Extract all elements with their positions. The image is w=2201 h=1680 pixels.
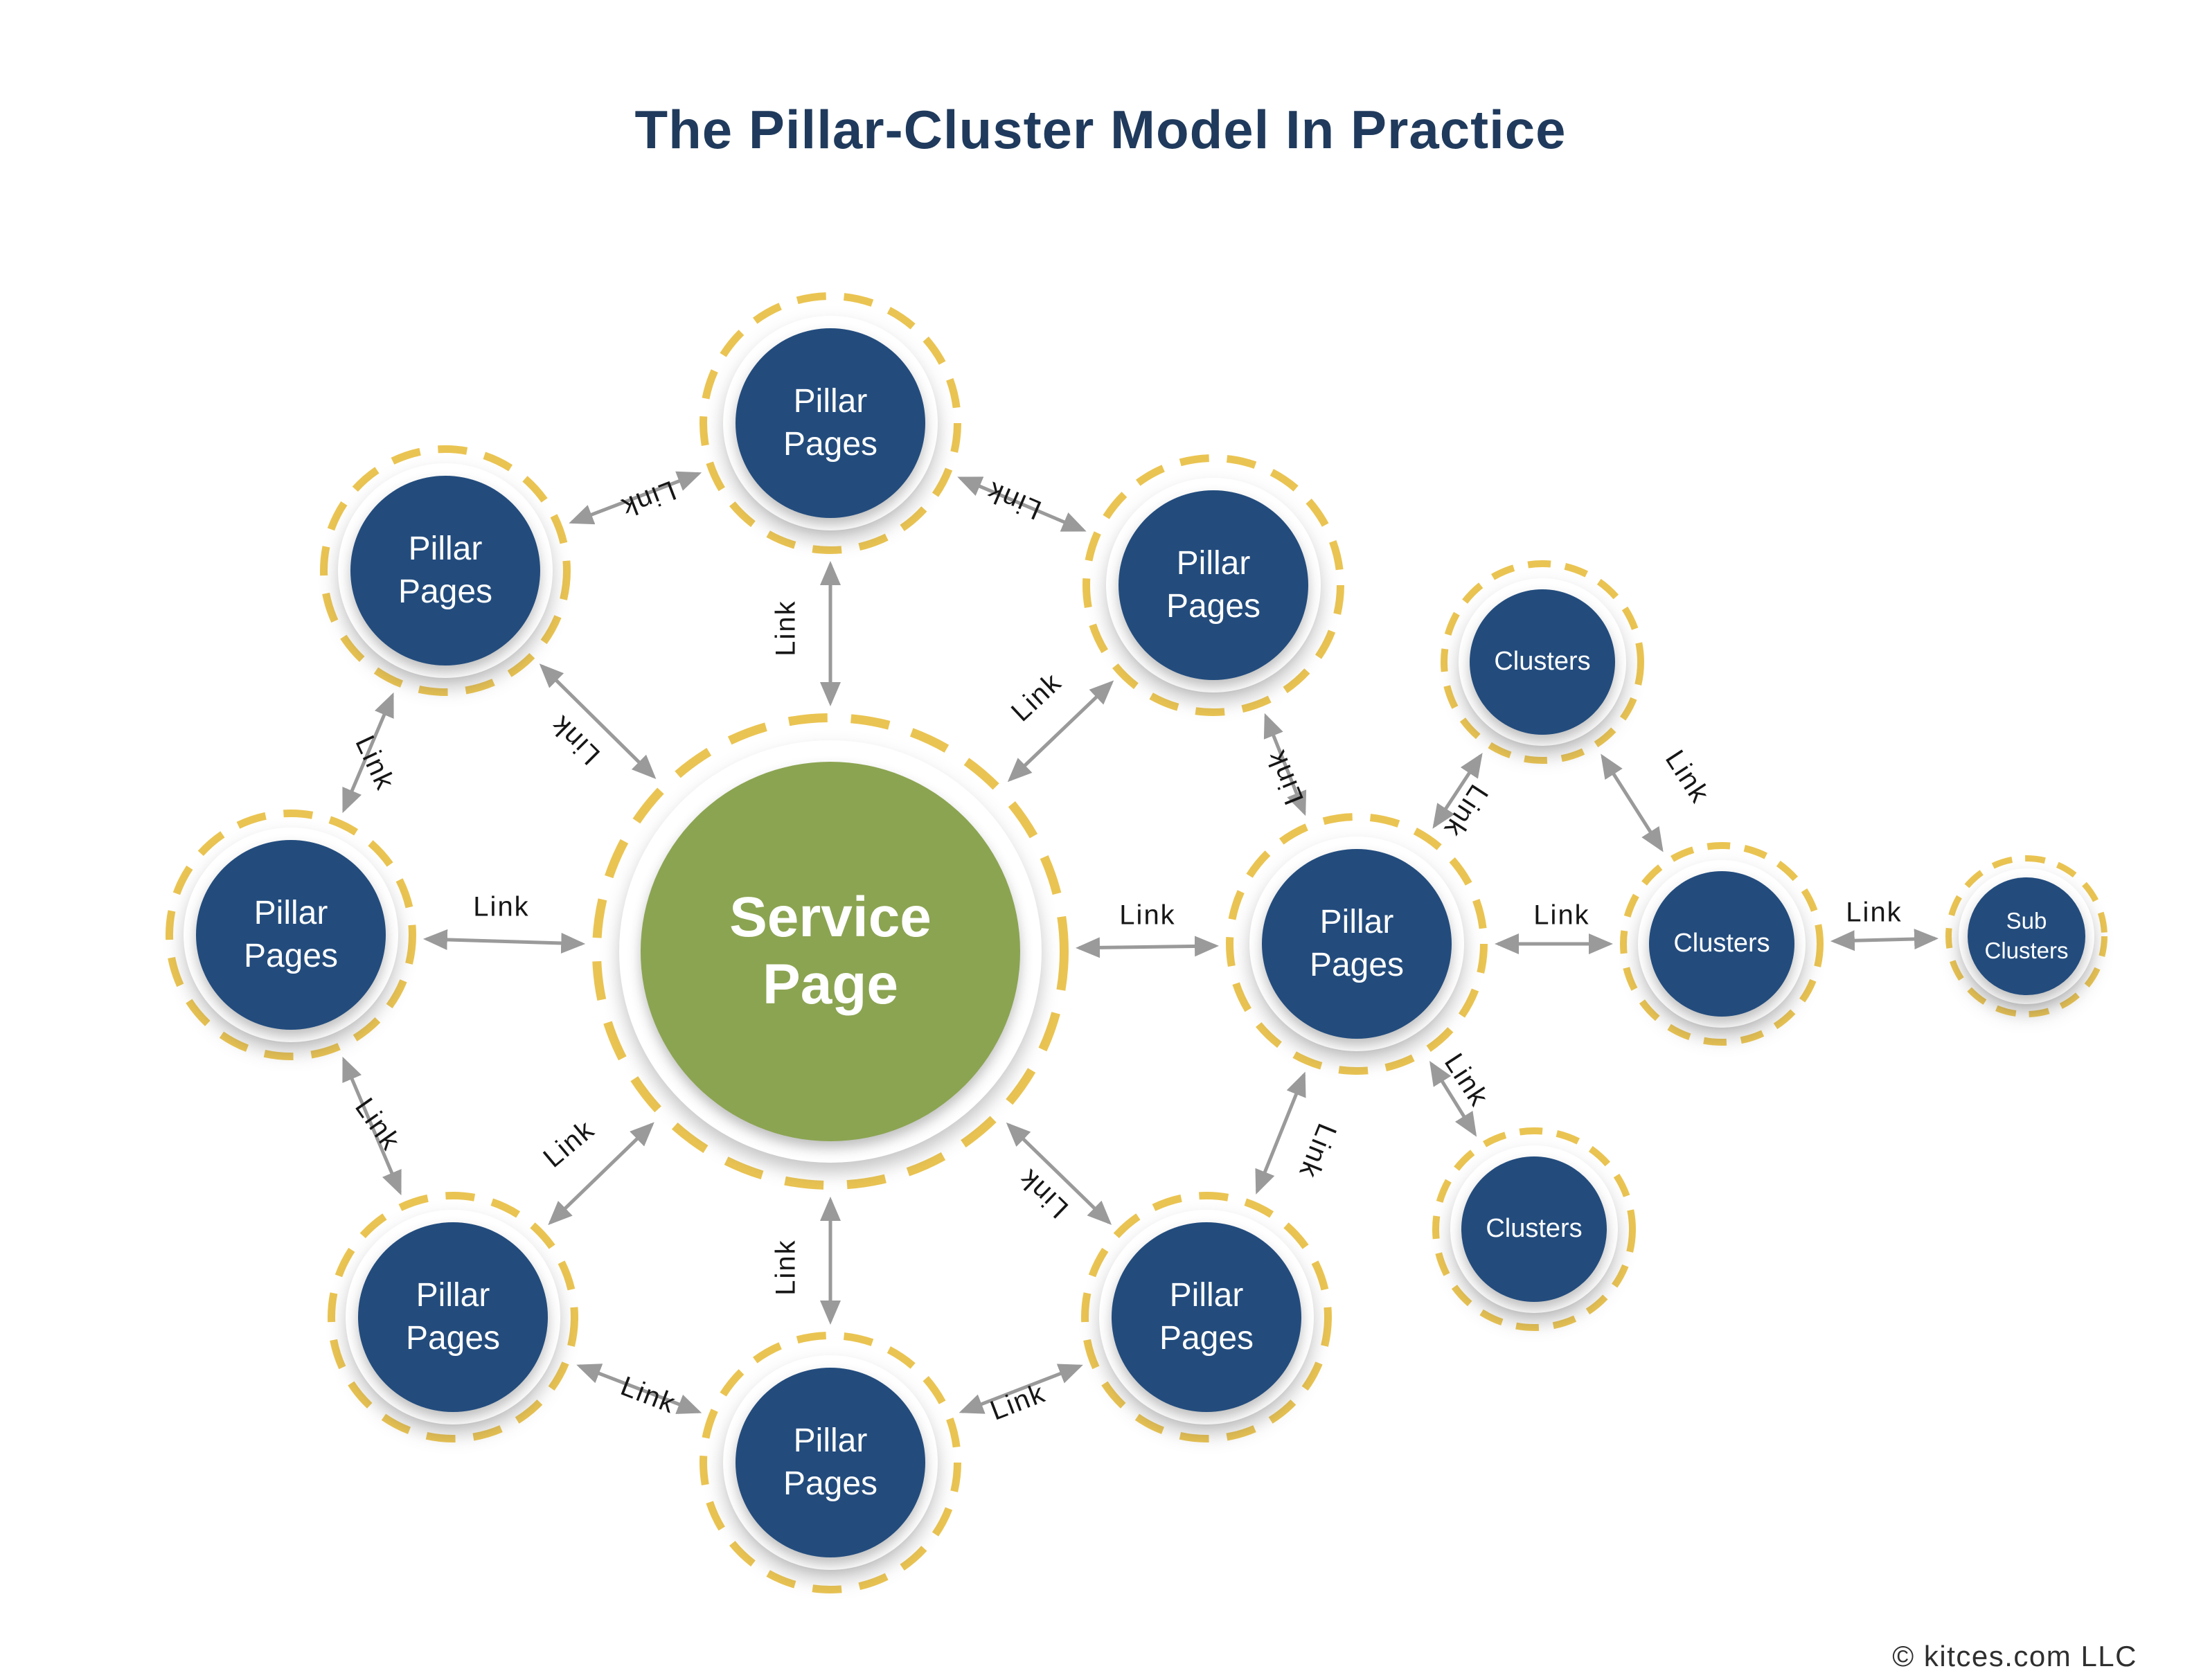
node-label: Pillar Pages: [243, 894, 339, 974]
node-label: Pillar Pages: [783, 1422, 878, 1502]
link-arrow-service--pillar-right: [1076, 936, 1219, 958]
node-white-ring: Sub Clusters: [1959, 868, 2094, 1004]
dashed-ring: [1945, 855, 2108, 1017]
node-circle: Clusters: [1470, 589, 1615, 735]
node-label: Pillar Pages: [1309, 903, 1405, 983]
node-pillar-top-right: Pillar Pages: [1082, 454, 1345, 717]
dashed-ring: [699, 1332, 961, 1593]
diagram-title: The Pillar-Cluster Model In Practice: [634, 99, 1567, 160]
node-circle: Pillar Pages: [1112, 1222, 1301, 1412]
dashed-ring: [166, 810, 416, 1060]
dashed-ring: [320, 445, 571, 696]
link-label: Link: [770, 1239, 801, 1296]
node-clusters-middle: Clusters: [1619, 841, 1824, 1046]
link-label: Link: [1846, 897, 1903, 928]
link-arrow-pillar-top-left--service: [539, 663, 657, 780]
node-circle: Pillar Pages: [196, 840, 386, 1030]
node-white-ring: Clusters: [1450, 1145, 1618, 1313]
link-arrow-pillar-bottom-left--service: [548, 1122, 654, 1226]
link-arrow-pillar-top--pillar-top-left: [569, 471, 702, 525]
node-pillar-bottom-left: Pillar Pages: [327, 1191, 579, 1443]
link-label: Link: [1533, 900, 1590, 931]
node-sub-clusters: Sub Clusters: [1945, 855, 2108, 1018]
link-label: Link: [473, 891, 530, 922]
node-white-ring: Pillar Pages: [723, 316, 938, 530]
link-arrow-pillar-left--pillar-bottom-left: [342, 1056, 402, 1196]
node-white-ring: Pillar Pages: [723, 1355, 938, 1570]
link-arrow-pillar-top-right--pillar-right: [1263, 713, 1307, 816]
link-arrow-pillar-bottom-left--pillar-bottom: [576, 1364, 702, 1414]
node-pillar-bottom: Pillar Pages: [699, 1331, 962, 1594]
link-arrow-pillar-bottom--pillar-bottom-right: [959, 1364, 1083, 1414]
link-arrow-pillar-right--clusters-bottom: [1429, 1061, 1477, 1137]
node-label: Clusters: [1673, 929, 1770, 958]
node-circle: Pillar Pages: [1119, 490, 1308, 680]
node-white-ring: Pillar Pages: [1099, 1210, 1314, 1424]
node-label: Clusters: [1486, 1214, 1583, 1244]
node-label: Clusters: [1494, 647, 1591, 677]
node-clusters-top: Clusters: [1440, 560, 1645, 765]
dashed-ring: [1082, 454, 1344, 716]
dashed-ring: [328, 1192, 578, 1442]
link-arrow-pillar-top--pillar-top-right: [957, 476, 1087, 532]
node-white-ring: Clusters: [1459, 578, 1626, 746]
node-pillar-left: Pillar Pages: [165, 809, 417, 1061]
node-label: Sub Clusters: [1984, 908, 2069, 963]
link-label: Link: [770, 600, 801, 656]
dashed-ring: [1081, 1192, 1332, 1442]
node-white-ring: Pillar Pages: [1249, 837, 1464, 1051]
node-pillar-bottom-right: Pillar Pages: [1080, 1191, 1333, 1443]
node-white-ring: Clusters: [1638, 860, 1806, 1028]
node-circle: Service Page: [641, 762, 1020, 1141]
link-arrow-pillar-right--clusters-top: [1432, 753, 1483, 829]
copyright-text: © kitces.com LLC: [1892, 1640, 2137, 1672]
node-circle: Pillar Pages: [736, 1368, 925, 1557]
node-label: Pillar Pages: [405, 1276, 501, 1357]
link-label: Link: [1119, 900, 1176, 931]
node-clusters-bottom: Clusters: [1432, 1127, 1637, 1332]
node-white-ring: Pillar Pages: [346, 1210, 560, 1424]
node-white-ring: Pillar Pages: [1106, 478, 1321, 692]
node-circle: Pillar Pages: [1262, 849, 1452, 1039]
node-label: Pillar Pages: [1166, 544, 1261, 625]
node-label: Pillar Pages: [783, 382, 878, 463]
dashed-ring: [592, 713, 1069, 1190]
node-white-ring: Service Page: [619, 740, 1042, 1163]
node-label: Pillar Pages: [398, 530, 493, 610]
node-circle: Clusters: [1461, 1156, 1607, 1302]
node-circle: Pillar Pages: [358, 1222, 548, 1412]
link-arrow-pillar-bottom-right--pillar-right: [1255, 1071, 1306, 1195]
node-pillar-right: Pillar Pages: [1225, 812, 1488, 1075]
node-service: Service Page: [591, 713, 1069, 1190]
link-arrow-pillar-top-left--pillar-left: [342, 692, 394, 814]
node-pillar-top: Pillar Pages: [699, 292, 962, 555]
node-circle: Clusters: [1649, 871, 1794, 1017]
node-circle: Pillar Pages: [736, 328, 925, 518]
node-white-ring: Pillar Pages: [184, 828, 398, 1042]
node-pillar-top-left: Pillar Pages: [319, 445, 571, 697]
node-white-ring: Pillar Pages: [338, 463, 553, 678]
dashed-ring: [1620, 842, 1824, 1046]
dashed-ring: [1432, 1127, 1636, 1331]
link-arrow-clusters-top--clusters-middle: [1601, 753, 1664, 852]
link-arrow-pillar-left--service: [422, 929, 586, 954]
dashed-ring: [1226, 813, 1488, 1075]
link-arrow-clusters-middle--sub-clusters: [1830, 929, 1939, 951]
link-arrow-service--pillar-bottom-right: [1006, 1122, 1112, 1225]
node-label: Service Page: [729, 886, 932, 1016]
dashed-ring: [699, 292, 961, 554]
dashed-ring: [1441, 560, 1644, 764]
node-label: Pillar Pages: [1159, 1276, 1254, 1357]
node-circle: Pillar Pages: [350, 476, 540, 665]
node-circle: Sub Clusters: [1968, 877, 2085, 995]
link-arrow-pillar-top-right--service: [1007, 680, 1114, 783]
